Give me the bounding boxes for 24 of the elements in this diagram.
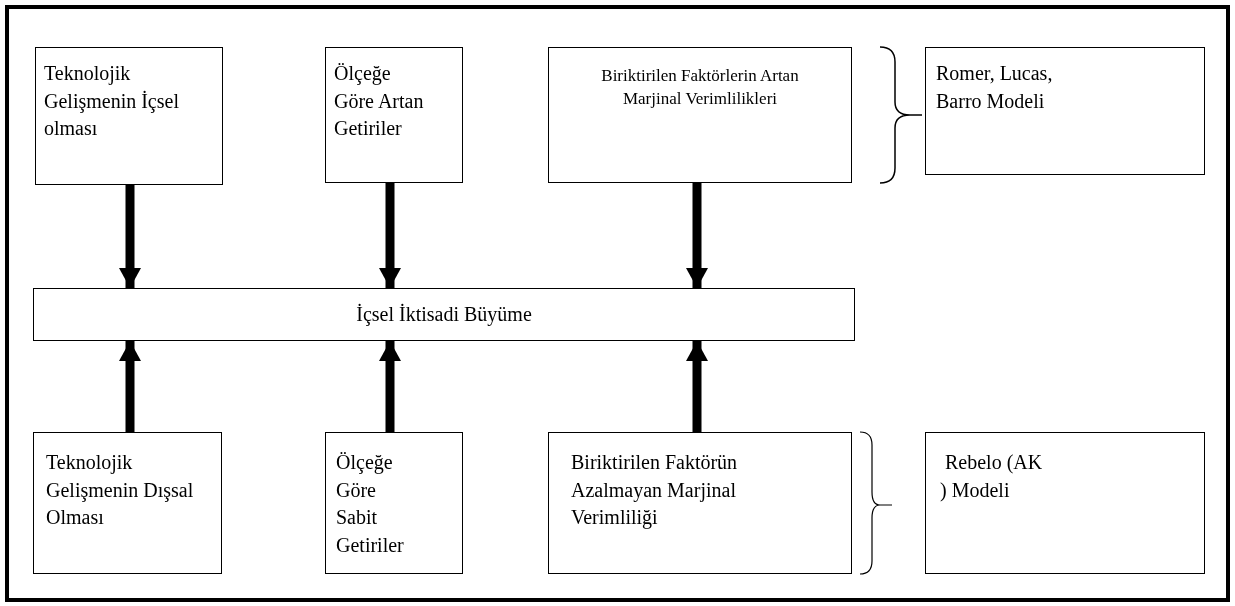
box-label: Ölçeğe Göre Sabit Getiriler [336,450,405,558]
text-box [33,432,222,574]
box-label: Ölçeğe Göre Artan Getiriler [334,61,424,142]
text-box [548,432,852,574]
arrow [686,341,708,432]
box-label: Teknolojik Gelişmenin Dışsal Olması [46,450,195,531]
arrow [379,341,401,432]
box-label: Romer, Lucas, Barro Modeli [936,61,1054,114]
box-label: Biriktirilen Faktörün Azalmayan Marjinal Verimliliği [571,450,739,531]
box-label: Teknolojik Gelişmenin İçsel olması [44,61,180,142]
arrow [686,183,708,288]
text-box [925,47,1205,175]
text-box [33,288,855,341]
text-box [925,432,1205,574]
box-label: İçsel İktisadi Büyüme [356,301,532,328]
text-box [325,432,463,574]
box-label: Biriktirilen Faktörlerin Artan Marjinal Verimlilikleri [600,65,800,111]
box-label: Rebelo (AK ) Modeli [940,450,1044,503]
arrow [119,185,141,288]
arrow [119,341,141,432]
arrow [379,183,401,288]
text-box [548,47,852,183]
text-box [35,47,223,185]
text-box [325,47,463,183]
